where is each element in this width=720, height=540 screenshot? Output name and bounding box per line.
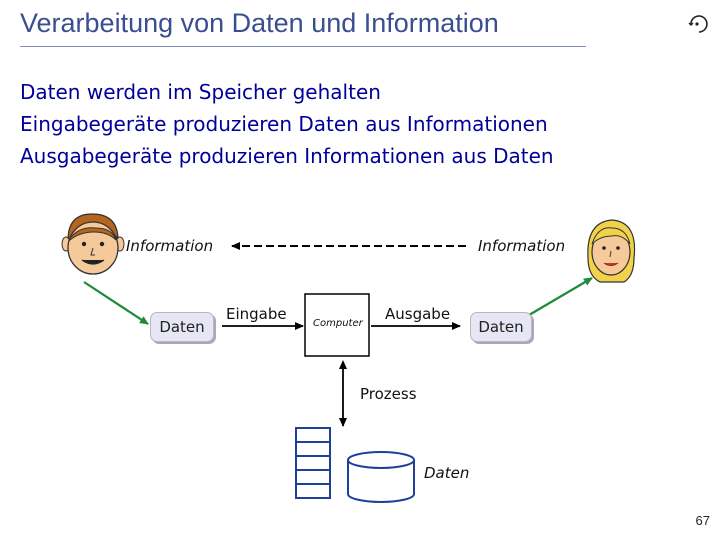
data-box-left: Daten — [150, 312, 214, 342]
page-number: 67 — [696, 513, 710, 528]
computer-label: Computer — [313, 318, 363, 329]
input-label: Eingabe — [226, 305, 287, 323]
input-flow-arrow — [84, 282, 148, 324]
info-label-right: Information — [478, 237, 565, 255]
woman-face-icon — [588, 220, 635, 282]
process-label: Prozess — [360, 385, 417, 403]
data-box-right: Daten — [470, 312, 532, 342]
man-face-icon — [62, 214, 124, 274]
info-label-left: Information — [126, 237, 213, 255]
output-flow-arrow — [524, 278, 592, 318]
storage-label: Daten — [424, 464, 469, 482]
output-label: Ausgabe — [385, 305, 450, 323]
memory-stack-icon — [296, 428, 330, 498]
data-cylinder-icon — [348, 452, 414, 502]
